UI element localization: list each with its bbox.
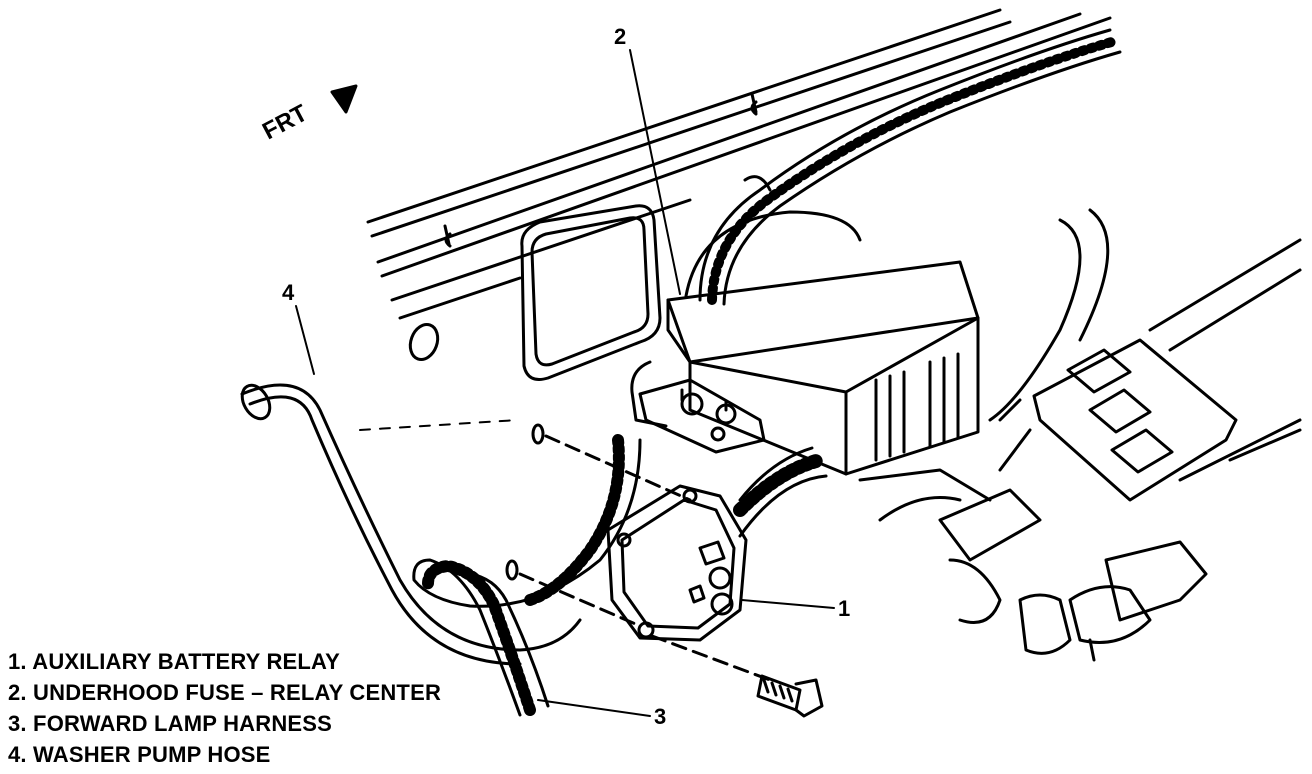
- upper-harness: [698, 28, 1122, 306]
- parts-legend: 1. AUXILIARY BATTERY RELAY 2. UNDERHOOD …: [8, 646, 441, 770]
- legend-item: 4. WASHER PUMP HOSE: [8, 742, 271, 767]
- callout-4: 4: [282, 280, 295, 305]
- callout-3: 3: [654, 704, 666, 729]
- auxiliary-battery-relay: [606, 484, 748, 642]
- washer-pump-hose: [240, 383, 582, 666]
- callout-2: 2: [614, 24, 626, 49]
- front-label: FRT: [258, 99, 312, 145]
- front-arrow-icon: [330, 84, 358, 114]
- legend-item: 2. UNDERHOOD FUSE – RELAY CENTER: [8, 680, 442, 705]
- leader-lines: [295, 49, 835, 717]
- legend-item: 1. AUXILIARY BATTERY RELAY: [8, 649, 340, 674]
- fender-panel: [359, 8, 1112, 431]
- callout-1: 1: [838, 596, 850, 621]
- mounting-hardware: [505, 423, 824, 718]
- forward-lamp-harness: [412, 434, 828, 717]
- relay-bracket: [638, 378, 766, 454]
- right-side-components: [858, 208, 1302, 662]
- legend-item: 3. FORWARD LAMP HARNESS: [8, 711, 333, 736]
- front-direction-indicator: FRT: [258, 84, 358, 145]
- fuse-relay-center: [630, 210, 980, 476]
